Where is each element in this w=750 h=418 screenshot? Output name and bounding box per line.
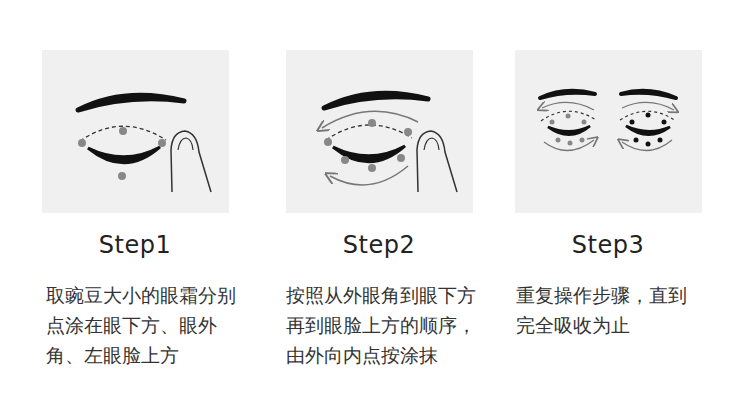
panel [286,50,473,213]
step-title: Step2 [299,230,459,260]
step-description: 重复操作步骤，直到完全吸收为止 [516,280,688,340]
eye-figure [78,95,211,192]
step-title: Step1 [55,230,215,260]
panel [42,50,229,213]
step-description: 取豌豆大小的眼霜分别点涂在眼下方、眼外角、左眼脸上方 [46,280,238,370]
panel [515,50,702,213]
eye-figure [540,91,676,151]
step-title: Step3 [528,230,688,260]
eye-figure [322,93,457,192]
step-description: 按照从外眼角到眼下方再到眼脸上方的顺序，由外向内点按涂抹 [286,280,478,370]
